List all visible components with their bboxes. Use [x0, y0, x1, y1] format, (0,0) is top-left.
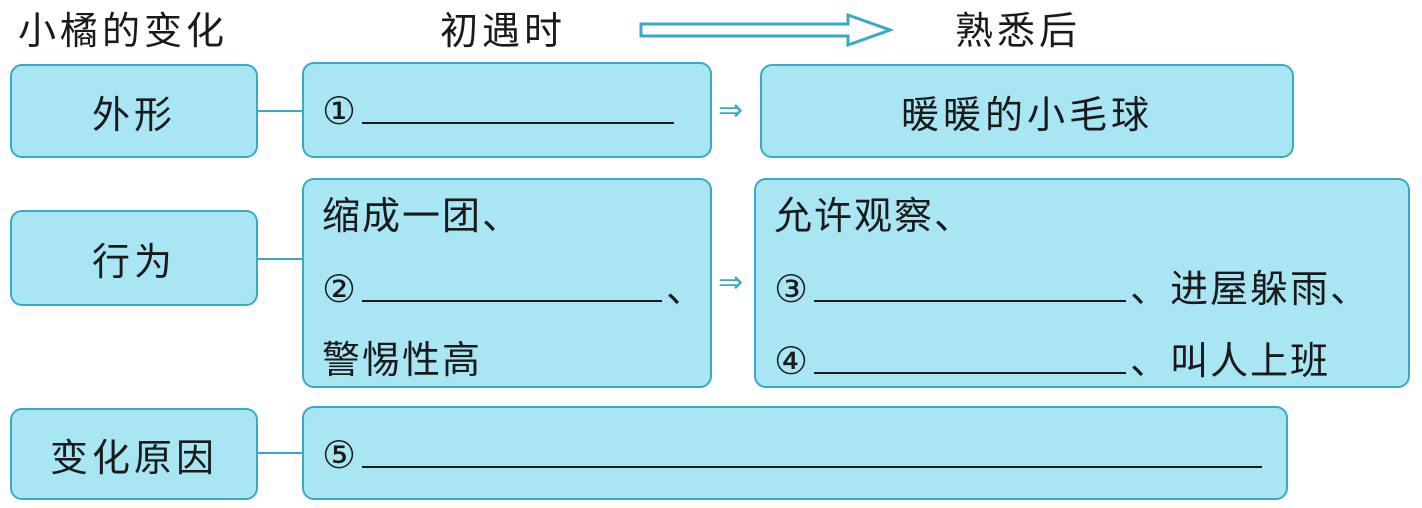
behavior-initial-line1: 缩成一团、: [322, 194, 523, 238]
label-appearance-text: 外形: [91, 92, 176, 137]
behavior-later-box: 允许观察、 ③ 、进屋躲雨、 ④ 、叫人上班: [754, 178, 1410, 388]
behavior-initial-box: 缩成一团、 ②、 警惕性高: [302, 178, 712, 388]
behavior-later-line3: ④ 、叫人上班: [774, 336, 1330, 385]
label-reason-text: 变化原因: [49, 435, 218, 480]
behavior-later-text3: 、进屋躲雨、: [1130, 267, 1371, 311]
fill-blank-3[interactable]: [814, 264, 1127, 302]
label-behavior-text: 行为: [91, 239, 176, 284]
behavior-later-text4: 、叫人上班: [1130, 339, 1331, 383]
label-appearance: 外形: [10, 64, 258, 158]
blank-marker-3: ③: [774, 267, 811, 311]
behavior-initial-line3: 警惕性高: [322, 338, 483, 382]
connector-line: [258, 452, 302, 454]
fill-blank-4[interactable]: [814, 336, 1127, 374]
behavior-later-line1: 允许观察、: [774, 194, 975, 238]
double-right-arrow-icon: ⇒: [718, 93, 744, 128]
fill-blank-1[interactable]: [362, 86, 675, 124]
fill-blank-5[interactable]: [362, 430, 1263, 468]
reason-box: ⑤: [302, 406, 1288, 500]
label-behavior: 行为: [10, 210, 258, 306]
behavior-initial-sep: 、: [666, 267, 707, 311]
header-later: 熟悉后: [955, 9, 1082, 53]
appearance-initial-line: ①: [322, 86, 678, 135]
appearance-later-text: 暖暖的小毛球: [900, 92, 1153, 137]
blank-marker-5: ⑤: [322, 433, 359, 477]
header-category: 小橘的变化: [18, 9, 229, 53]
fill-blank-2[interactable]: [362, 264, 663, 302]
behavior-initial-line2: ②、: [322, 264, 706, 313]
behavior-later-line2: ③ 、进屋躲雨、: [774, 264, 1370, 313]
connector-line: [258, 110, 302, 112]
reason-line: ⑤: [322, 430, 1266, 479]
double-right-arrow-icon: ⇒: [718, 265, 744, 300]
label-reason: 变化原因: [10, 408, 258, 500]
blank-marker-2: ②: [322, 267, 359, 311]
outlined-right-arrow-icon: [639, 12, 894, 48]
blank-marker-1: ①: [322, 89, 359, 133]
appearance-initial-box: ①: [302, 62, 712, 158]
header-initial: 初遇时: [440, 9, 567, 53]
connector-line: [258, 258, 302, 260]
blank-marker-4: ④: [774, 339, 811, 383]
appearance-later-box: 暖暖的小毛球: [760, 64, 1294, 158]
